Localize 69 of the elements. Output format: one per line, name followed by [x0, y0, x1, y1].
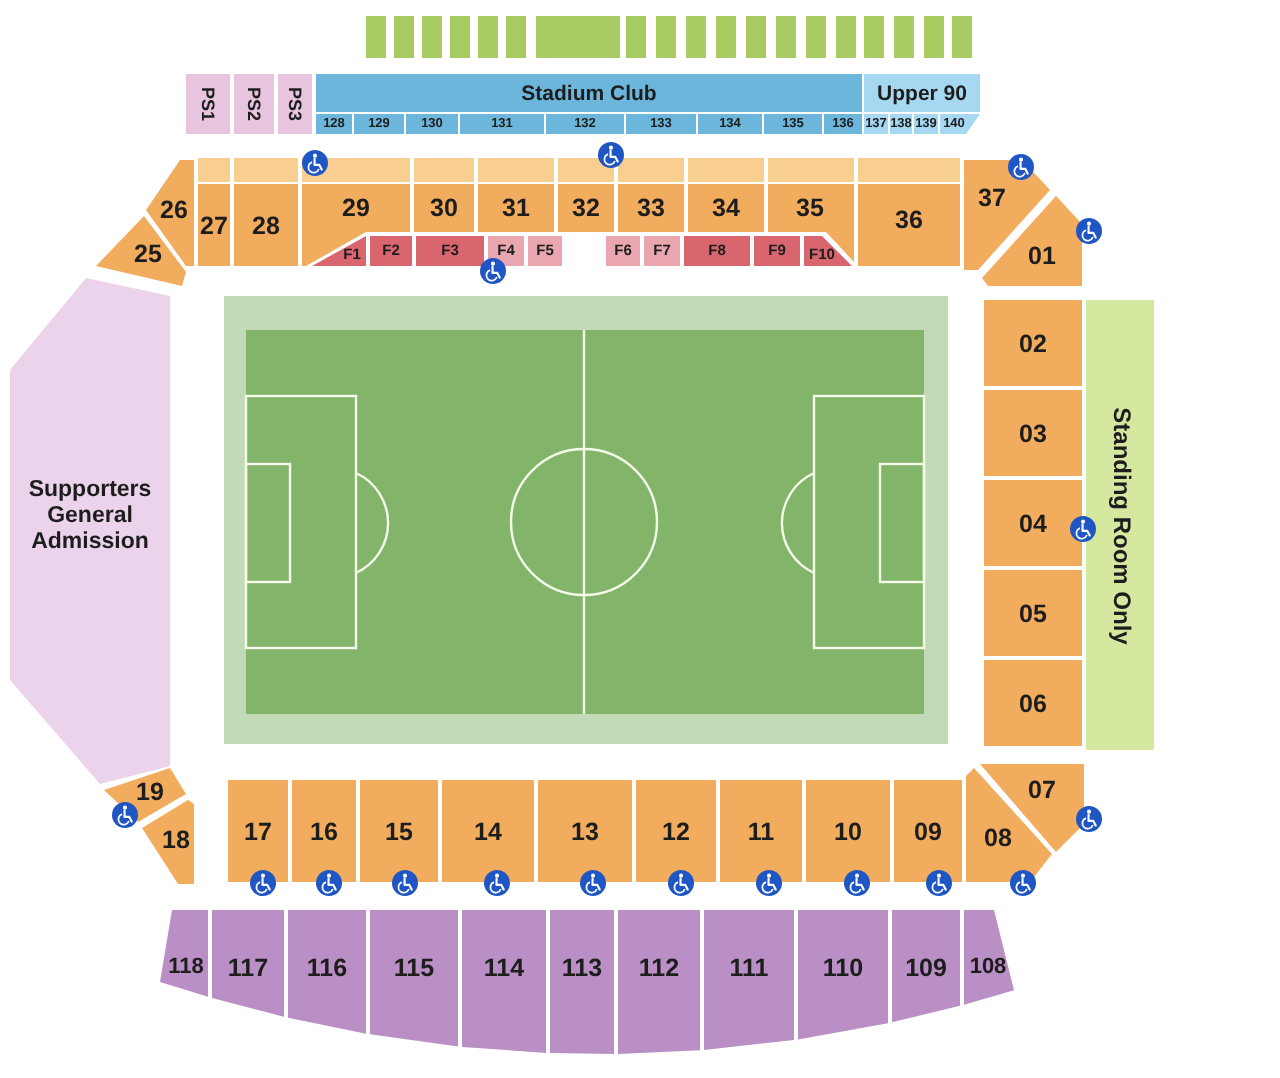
suite-box [716, 16, 736, 58]
suite-box [864, 16, 884, 58]
seating-section: 03 [984, 390, 1082, 476]
seating-strip [558, 158, 614, 182]
seating-strip [478, 158, 554, 182]
seating-section: 112 [618, 910, 700, 1054]
seating-section: 115 [370, 910, 458, 1047]
seating-section: 06 [984, 660, 1082, 746]
seating-strip [768, 158, 854, 182]
seating-section: 02 [984, 300, 1082, 386]
seating-section: PS1 [186, 74, 230, 134]
suite-box [394, 16, 414, 58]
suite-box [894, 16, 914, 58]
suite-box [422, 16, 442, 58]
seating-section: 10 [806, 780, 890, 882]
seating-section: 108 [964, 910, 1014, 1005]
suite-box [366, 16, 386, 58]
seating-section: 30 [414, 184, 474, 232]
suite-box [776, 16, 796, 58]
suite-box [924, 16, 944, 58]
seating-section: 36 [858, 184, 960, 266]
suite-box [478, 16, 498, 58]
seating-section: 118 [160, 910, 208, 997]
seating-section: PS3 [278, 74, 312, 134]
seating-strip [688, 158, 764, 182]
seating-strip [858, 158, 960, 182]
seating-section: 109 [892, 910, 960, 1023]
seating-section: 32 [558, 184, 614, 232]
suite-box [506, 16, 526, 58]
seating-section: 09 [894, 780, 962, 882]
seating-section: 13 [538, 780, 632, 882]
seating-section: 18 [142, 800, 194, 884]
seating-strip [234, 158, 298, 182]
seating-section: 12 [636, 780, 716, 882]
seating-section: PS2 [234, 74, 274, 134]
seating-section: 33 [618, 184, 684, 232]
seating-section: 111 [704, 910, 794, 1050]
suite-box [656, 16, 676, 58]
seating-section: 16 [292, 780, 356, 882]
suite-box [836, 16, 856, 58]
suite-box [746, 16, 766, 58]
suite-box [806, 16, 826, 58]
suite-box [686, 16, 706, 58]
seating-section: 25 [96, 216, 186, 286]
seating-section: 04 [984, 480, 1082, 566]
suite-box [626, 16, 646, 58]
seating-section: 17 [228, 780, 288, 882]
seating-section: 116 [288, 910, 366, 1034]
seating-section: 114 [462, 910, 546, 1053]
standing-room-area: Standing Room Only [1086, 300, 1154, 750]
seating-section: 31 [478, 184, 554, 232]
seating-section: 27 [198, 184, 230, 266]
suite-box [536, 16, 620, 58]
seating-strip [618, 158, 684, 182]
seating-section: 15 [360, 780, 438, 882]
suite-box [952, 16, 972, 58]
seating-section: 110 [798, 910, 888, 1040]
seating-section: 11 [720, 780, 802, 882]
seating-section: 117 [212, 910, 284, 1017]
seating-section: 28 [234, 184, 298, 266]
seating-strip [414, 158, 474, 182]
seating-strip [198, 158, 230, 182]
general-admission-area: Supporters General Admission [10, 278, 170, 784]
seating-section: 113 [550, 910, 614, 1054]
seating-section: 05 [984, 570, 1082, 656]
seating-section: 34 [688, 184, 764, 232]
seating-section: 14 [442, 780, 534, 882]
suite-box [450, 16, 470, 58]
club-section: Stadium Club [316, 74, 862, 112]
